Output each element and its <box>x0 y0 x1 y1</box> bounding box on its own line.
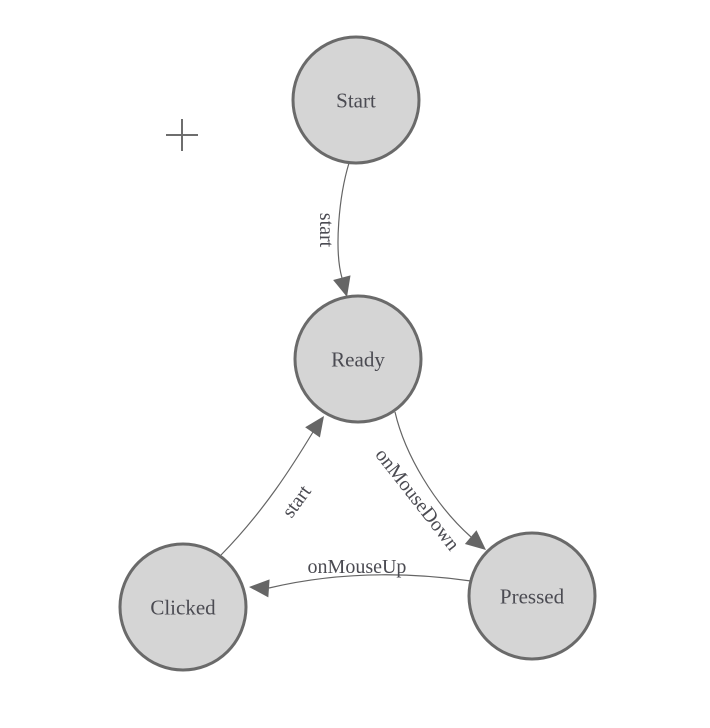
arrowhead-icon <box>249 579 270 598</box>
transition-line[interactable] <box>337 162 350 279</box>
arrowhead-icon <box>464 530 486 550</box>
transition-label: onMouseDown <box>371 444 464 555</box>
state-label: Ready <box>331 347 385 371</box>
origin-crosshair-icon <box>166 119 198 151</box>
state-node-pressed[interactable]: Pressed <box>467 531 597 661</box>
transition-label: onMouseUp <box>308 556 407 578</box>
transition-start-to-ready[interactable]: start <box>315 162 351 297</box>
transition-label: start <box>315 213 337 248</box>
state-circle[interactable] <box>291 35 421 165</box>
state-node-clicked[interactable]: Clicked <box>118 542 248 672</box>
state-node-ready[interactable]: Ready <box>293 294 423 424</box>
state-label: Start <box>336 88 376 112</box>
transition-pressed-to-clicked[interactable]: onMouseUp <box>249 556 472 598</box>
state-circle[interactable] <box>118 542 248 672</box>
transition-line[interactable] <box>220 431 314 556</box>
state-label: Pressed <box>500 584 565 608</box>
transition-line[interactable] <box>394 411 472 538</box>
state-circle[interactable] <box>293 294 423 424</box>
transition-clicked-to-ready[interactable]: start <box>220 416 324 556</box>
arrowhead-icon <box>305 416 324 438</box>
transition-line[interactable] <box>268 574 472 589</box>
state-circle[interactable] <box>467 531 597 661</box>
arrowhead-icon <box>333 275 351 297</box>
state-label: Clicked <box>150 595 216 619</box>
state-node-start[interactable]: Start <box>291 35 421 165</box>
transition-ready-to-pressed[interactable]: onMouseDown <box>371 411 486 555</box>
transition-label: start <box>278 481 316 522</box>
